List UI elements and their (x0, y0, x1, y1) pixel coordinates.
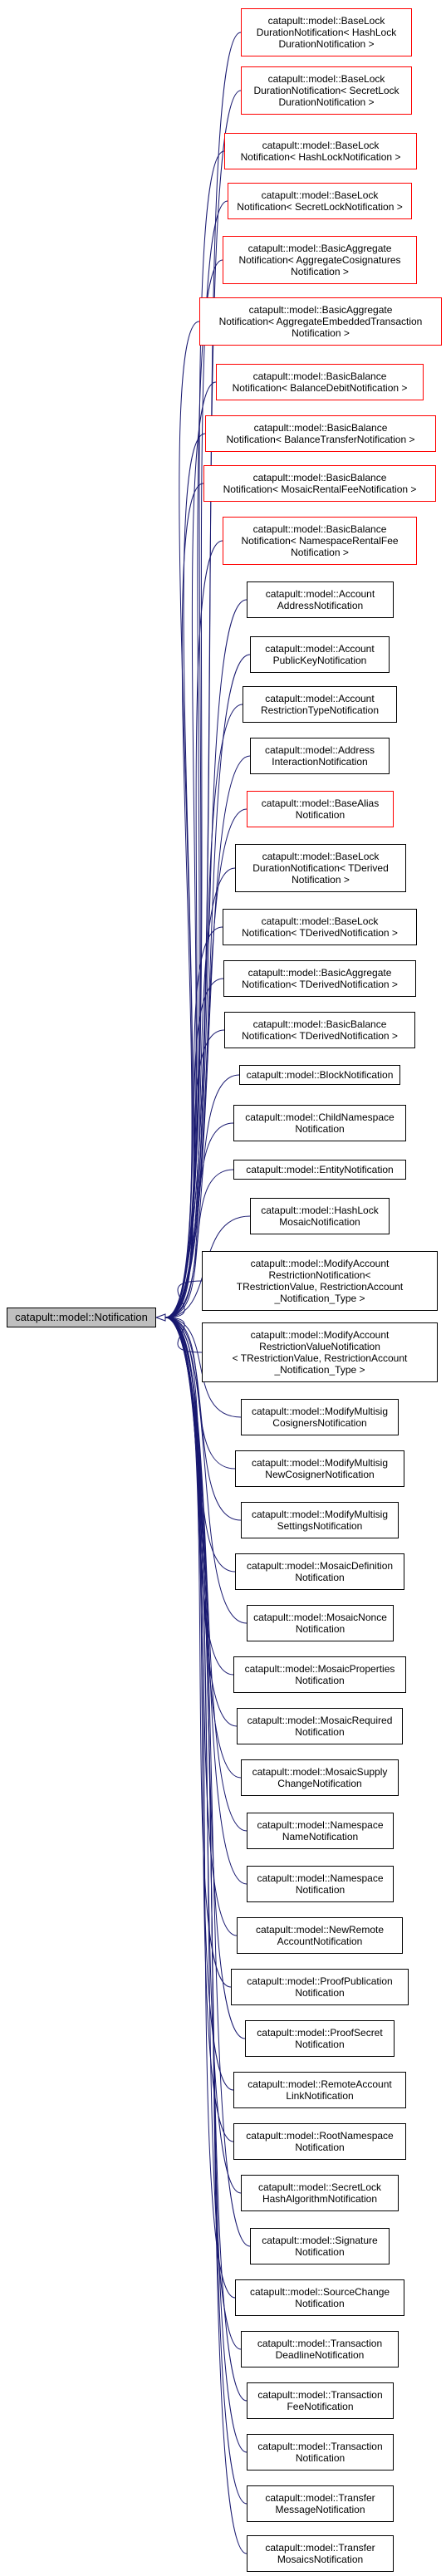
node-modifyaccount-restrictionvaluenotification-trestrictionvalue-restrictionaccount-notification-type[interactable]: catapult::model::ModifyAccount Restricti… (202, 1322, 438, 1382)
edge-entitynotification (164, 1169, 234, 1318)
node-account-publickeynotification[interactable]: catapult::model::Account PublicKeyNotifi… (250, 636, 390, 673)
node-signature-notification[interactable]: catapult::model::Signature Notification (250, 2228, 390, 2264)
edge-remoteaccount-linknotification (164, 1317, 234, 2091)
node-basicaggregate-notification-aggregatecosignatures-notification[interactable]: catapult::model::BasicAggregate Notifica… (223, 236, 417, 284)
node-sourcechange-notification[interactable]: catapult::model::SourceChange Notificati… (235, 2279, 404, 2316)
node-mosaicnonce-notification[interactable]: catapult::model::MosaicNonce Notificatio… (247, 1605, 394, 1641)
edge-modifymultisig-cosignersnotification (164, 1317, 242, 1418)
node-basealias-notification[interactable]: catapult::model::BaseAlias Notification (247, 791, 394, 827)
node-baselock-durationnotification-secretlock-durationnotification[interactable]: catapult::model::BaseLock DurationNotifi… (241, 66, 412, 115)
edge-proofpublication-notification (164, 1317, 232, 1988)
node-namespace-notification[interactable]: catapult::model::Namespace Notification (247, 1866, 394, 1902)
node-address-interactionnotification[interactable]: catapult::model::Address InteractionNoti… (250, 738, 390, 774)
node-rootnamespace-notification[interactable]: catapult::model::RootNamespace Notificat… (233, 2123, 406, 2160)
node-namespace-namenotification[interactable]: catapult::model::Namespace NameNotificat… (247, 1813, 394, 1849)
node-baselock-notification-tderivednotification[interactable]: catapult::model::BaseLock Notification< … (223, 909, 417, 945)
node-proofsecret-notification[interactable]: catapult::model::ProofSecret Notificatio… (245, 2020, 395, 2057)
node-remoteaccount-linknotification[interactable]: catapult::model::RemoteAccount LinkNotif… (233, 2072, 406, 2108)
node-proofpublication-notification[interactable]: catapult::model::ProofPublication Notifi… (231, 1969, 409, 2005)
node-account-addressnotification[interactable]: catapult::model::Account AddressNotifica… (247, 581, 394, 618)
node-mosaicrequired-notification[interactable]: catapult::model::MosaicRequired Notifica… (237, 1708, 403, 1744)
edge-signature-notification (164, 1317, 251, 2247)
node-modifymultisig-newcosignernotification[interactable]: catapult::model::ModifyMultisig NewCosig… (235, 1450, 404, 1487)
node-newremote-accountnotification[interactable]: catapult::model::NewRemote AccountNotifi… (237, 1917, 403, 1954)
node-mosaicdefinition-notification[interactable]: catapult::model::MosaicDefinition Notifi… (235, 1553, 404, 1590)
node-childnamespace-notification[interactable]: catapult::model::ChildNamespace Notifica… (233, 1105, 406, 1141)
node-baselock-durationnotification-hashlock-durationnotification[interactable]: catapult::model::BaseLock DurationNotifi… (241, 8, 412, 56)
edge-childnamespace-notification (164, 1122, 234, 1318)
node-transaction-feenotification[interactable]: catapult::model::Transaction FeeNotifica… (247, 2382, 394, 2419)
node-mosaicsupply-changenotification[interactable]: catapult::model::MosaicSupply ChangeNoti… (241, 1759, 399, 1796)
node-baselock-notification-secretlocknotification[interactable]: catapult::model::BaseLock Notification< … (228, 183, 412, 219)
edge-account-restrictiontypenotification (164, 704, 243, 1318)
node-blocknotification[interactable]: catapult::model::BlockNotification (239, 1065, 400, 1085)
edge-transfer-mosaicsnotification (164, 1317, 248, 2554)
node-entitynotification[interactable]: catapult::model::EntityNotification (233, 1160, 406, 1180)
node-basicbalance-notification-mosaicrentalfeenotification[interactable]: catapult::model::BasicBalance Notificati… (203, 465, 436, 502)
edge-account-addressnotification (164, 599, 248, 1318)
node-account-restrictiontypenotification[interactable]: catapult::model::Account RestrictionType… (243, 686, 397, 723)
edge-namespace-notification (164, 1317, 248, 1885)
node-modifyaccount-restrictionnotification-trestrictionvalue-restrictionaccount-notification-type[interactable]: catapult::model::ModifyAccount Restricti… (202, 1251, 438, 1311)
edge-transfer-messagenotification (164, 1317, 248, 2505)
node-notification-root: catapult::model::Notification (7, 1308, 156, 1327)
edge-namespace-namenotification (164, 1317, 248, 1832)
node-baselock-durationnotification-tderived-notification[interactable]: catapult::model::BaseLock DurationNotifi… (235, 844, 406, 892)
node-basicbalance-notification-tderivednotification[interactable]: catapult::model::BasicBalance Notificati… (224, 1012, 415, 1048)
node-transfer-messagenotification[interactable]: catapult::model::Transfer MessageNotific… (247, 2485, 394, 2522)
edge-basicbalance-notification-balancedebitnotification (164, 381, 217, 1318)
node-transaction-deadlinenotification[interactable]: catapult::model::Transaction DeadlineNot… (241, 2331, 399, 2367)
node-basicaggregate-notification-tderivednotification[interactable]: catapult::model::BasicAggregate Notifica… (223, 960, 416, 997)
node-transaction-notification[interactable]: catapult::model::Transaction Notificatio… (247, 2434, 394, 2471)
node-transfer-mosaicsnotification[interactable]: catapult::model::Transfer MosaicsNotific… (247, 2535, 394, 2572)
node-basicaggregate-notification-aggregateembeddedtransaction-notification[interactable]: catapult::model::BasicAggregate Notifica… (199, 297, 442, 346)
node-hashlock-mosaicnotification[interactable]: catapult::model::HashLock MosaicNotifica… (250, 1198, 390, 1234)
inheritance-arrowhead (154, 1313, 166, 1322)
edge-baselock-durationnotification-secretlock-durationnotification (164, 90, 242, 1318)
node-baselock-notification-hashlocknotification[interactable]: catapult::model::BaseLock Notification< … (224, 133, 417, 169)
node-basicbalance-notification-balancetransfernotification[interactable]: catapult::model::BasicBalance Notificati… (205, 415, 436, 452)
edge-modifyaccount-restrictionnotification-trestrictionvalue-restrictionaccount-notification-type (164, 1280, 203, 1318)
node-secretlock-hashalgorithmnotification[interactable]: catapult::model::SecretLock HashAlgorith… (241, 2175, 399, 2211)
edge-modifymultisig-settingsnotification (164, 1317, 242, 1521)
node-basicbalance-notification-namespacerentalfee-notification[interactable]: catapult::model::BasicBalance Notificati… (223, 517, 417, 565)
node-modifymultisig-settingsnotification[interactable]: catapult::model::ModifyMultisig Settings… (241, 1502, 399, 1538)
edge-baselock-durationnotification-hashlock-durationnotification (164, 32, 242, 1318)
node-modifymultisig-cosignersnotification[interactable]: catapult::model::ModifyMultisig Cosigner… (241, 1399, 399, 1435)
edge-blocknotification (164, 1074, 240, 1318)
edge-basicbalance-notification-namespacerentalfee-notification (164, 540, 223, 1318)
node-basicbalance-notification-balancedebitnotification[interactable]: catapult::model::BasicBalance Notificati… (216, 364, 424, 400)
edge-mosaicnonce-notification (164, 1317, 248, 1624)
edge-basicbalance-notification-mosaicrentalfeenotification (164, 483, 204, 1318)
node-mosaicproperties-notification[interactable]: catapult::model::MosaicProperties Notifi… (233, 1656, 406, 1693)
